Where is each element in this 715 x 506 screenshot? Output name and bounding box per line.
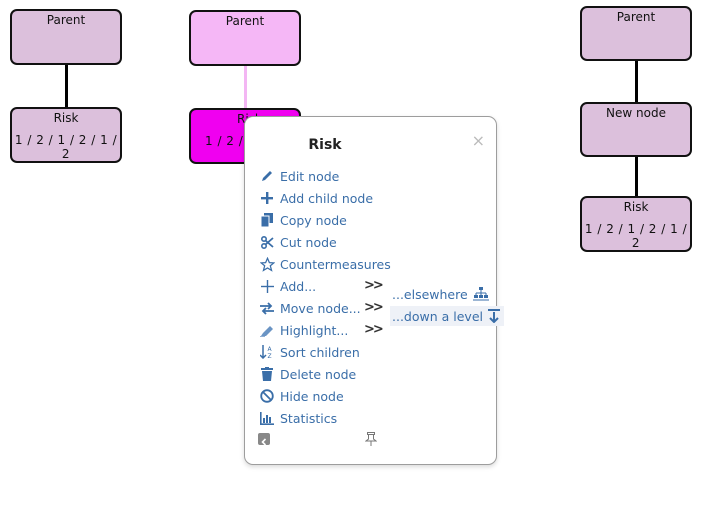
star-icon <box>258 256 276 272</box>
menu-item-label: Sort children <box>280 344 360 360</box>
node-context-menu: Risk × Edit node Add child node Copy nod… <box>244 116 504 465</box>
submenu-item-label: ...elsewhere <box>392 286 468 302</box>
svg-text:Z: Z <box>268 353 272 359</box>
menu-item-label: Add child node <box>280 190 374 206</box>
pencil-icon <box>258 168 276 184</box>
parent-node[interactable]: Parent <box>580 6 692 61</box>
menu-item-label: Statistics <box>280 410 338 426</box>
menu-item-highlight[interactable]: Highlight... <box>258 320 348 340</box>
submenu-item-elsewhere[interactable]: ...elsewhere <box>390 284 493 304</box>
swap-arrows-icon <box>258 300 276 316</box>
highlighter-icon <box>258 322 276 338</box>
risk-node[interactable]: Risk 1 / 2 / 1 / 2 / 1 / 2 <box>10 107 122 163</box>
menu-item-label: Delete node <box>280 366 357 382</box>
bar-chart-icon <box>258 410 276 426</box>
submenu-chevron-icon[interactable]: >> <box>364 322 384 337</box>
node-title: Parent <box>225 14 265 28</box>
tree-edge <box>635 59 638 104</box>
menu-item-hide-node[interactable]: Hide node <box>258 386 344 406</box>
copy-icon <box>258 212 276 228</box>
node-values: 1 / 2 / 1 <box>205 134 256 148</box>
plus-icon <box>258 190 276 206</box>
tree-edge <box>65 63 68 108</box>
menu-item-label: Cut node <box>280 234 337 250</box>
node-title: Risk <box>53 111 79 125</box>
tree-edge-highlight <box>244 64 247 110</box>
parent-node[interactable]: Parent <box>10 9 122 65</box>
collapse-left-icon[interactable] <box>258 433 270 446</box>
menu-item-label: Countermeasures <box>280 256 391 272</box>
risk-node[interactable]: Risk 1 / 2 / 1 / 2 / 1 / 2 <box>580 196 692 252</box>
menu-item-label: Edit node <box>280 168 340 184</box>
node-values: 1 / 2 / 1 / 2 / 1 / 2 <box>14 133 118 161</box>
ban-icon <box>258 388 276 404</box>
menu-item-edit-node[interactable]: Edit node <box>258 166 339 186</box>
menu-item-label: Hide node <box>280 388 344 404</box>
pin-icon[interactable] <box>364 431 378 450</box>
menu-item-add-child-node[interactable]: Add child node <box>258 188 373 208</box>
trash-icon <box>258 366 276 382</box>
submenu-chevron-icon[interactable]: >> <box>364 278 384 293</box>
menu-item-move-node[interactable]: Move node... <box>258 298 361 318</box>
menu-item-label: Highlight... <box>280 322 349 338</box>
parent-node-highlighted[interactable]: Parent <box>189 10 301 66</box>
menu-title: Risk <box>308 137 342 153</box>
submenu-item-down-a-level[interactable]: ...down a level <box>390 306 504 326</box>
node-title: Parent <box>46 13 86 27</box>
close-icon[interactable]: × <box>471 131 485 150</box>
menu-item-copy-node[interactable]: Copy node <box>258 210 347 230</box>
menu-item-delete-node[interactable]: Delete node <box>258 364 356 384</box>
svg-text:A: A <box>268 346 273 353</box>
sitemap-icon <box>472 287 489 301</box>
arrow-down-bar-icon <box>487 309 500 323</box>
menu-item-countermeasures[interactable]: Countermeasures <box>258 254 391 274</box>
node-title: Parent <box>616 10 656 24</box>
menu-item-label: Add... <box>280 278 317 294</box>
tree-edge <box>635 155 638 198</box>
menu-item-statistics[interactable]: Statistics <box>258 408 337 428</box>
submenu-chevron-icon[interactable]: >> <box>364 300 384 315</box>
node-title: New node <box>606 106 666 120</box>
menu-item-label: Copy node <box>280 212 347 228</box>
node-values: 1 / 2 / 1 / 2 / 1 / 2 <box>584 222 688 250</box>
menu-item-cut-node[interactable]: Cut node <box>258 232 337 252</box>
node-title: Risk <box>623 200 649 214</box>
scissors-icon <box>258 234 276 250</box>
new-node[interactable]: New node <box>580 102 692 157</box>
menu-item-label: Move node... <box>280 300 361 316</box>
menu-item-add-submenu[interactable]: Add... <box>258 276 316 296</box>
submenu-item-label: ...down a level <box>392 308 483 324</box>
plus-thin-icon <box>258 278 276 294</box>
